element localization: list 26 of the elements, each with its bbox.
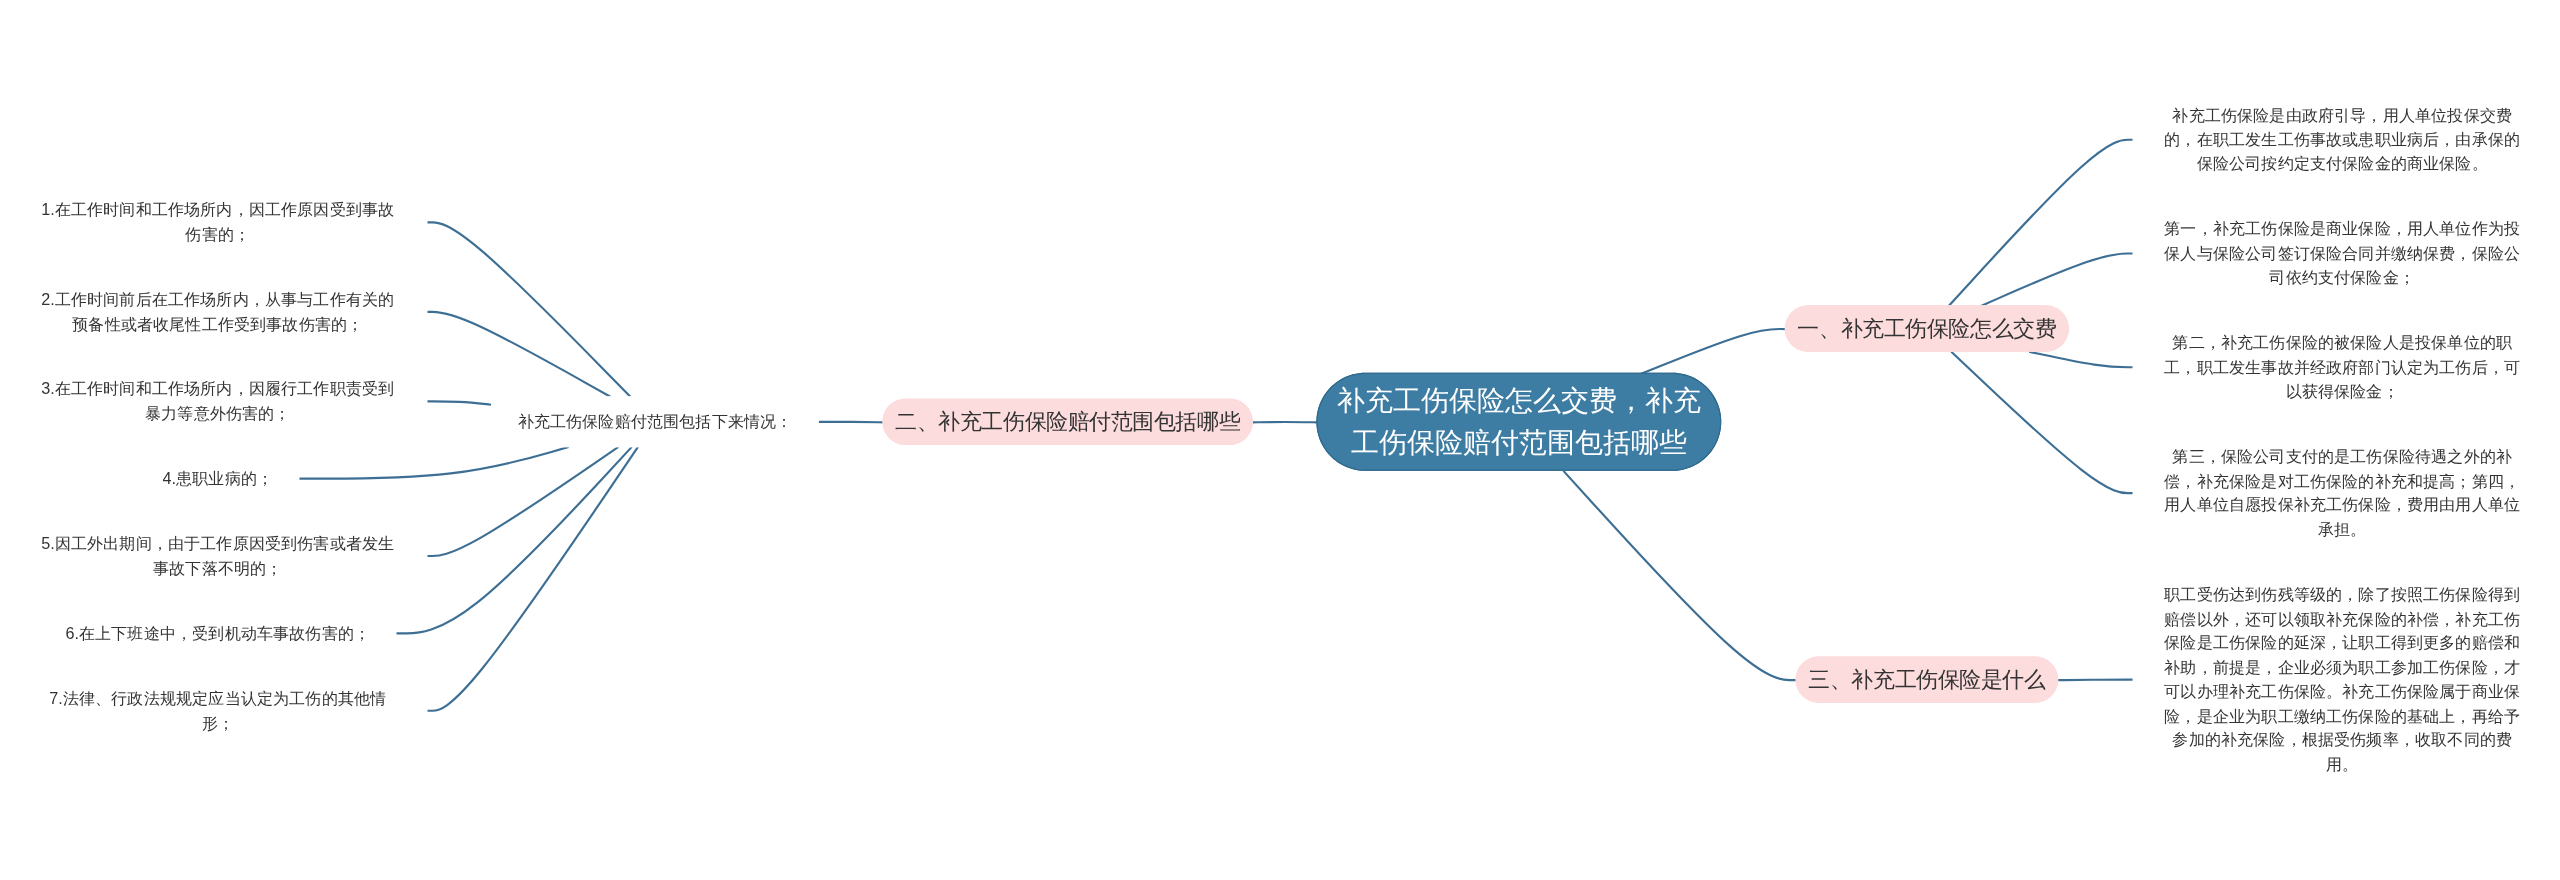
node-text: 补充工伤保险是由政府引导，用人单位投保交费的，在职工发生工伤事故或患职业病后，由承保的保险公司按约定支付保险金的商业保险。 xyxy=(2164,105,2521,173)
connector xyxy=(2028,350,2134,369)
node-text: 7.法律、行政法规规定应当认定为工伤的其他情形； xyxy=(49,688,387,732)
connector xyxy=(426,400,492,406)
node-text: 5.因工外出期间，由于工作原因受到伤害或者发生事故下落不明的； xyxy=(41,533,395,577)
connector xyxy=(1562,470,1797,682)
node-text: 职工受伤达到伤残等级的，除了按照工伤保险得到赔偿以外，还可以领取补充保险的补偿，补充工伤保险是工伤保险的延深，让职工得到更多的赔偿和补助，前提是，企业必须为职工参加工伤保险，才可以办理补充工伤保险。补充工伤保险属于商业保险，是企业为职工缴纳工伤保险的基础上，再给予参加的补充保险，根据受伤频率，收取不同的费用。 xyxy=(2164,584,2521,773)
node-text: 2.工作时间前后在工作场所内，从事与工作有关的预备性或者收尾性工作受到事故伤害的； xyxy=(41,289,395,333)
node-text: 第三，保险公司支付的是工伤保险待遇之外的补偿，补充保险是对工伤保险的补充和提高；第四，用人单位自愿投保补充工伤保险，费用由用人单位承担。 xyxy=(2164,446,2521,538)
node-text: 6.在上下班途中，受到机动车事故伤害的； xyxy=(65,623,371,642)
connector xyxy=(2058,678,2134,682)
node-text: 第二，补充工伤保险的被保险人是投保单位的职工，职工发生事故并经政府部门认定为工伤后，可以获得保险金； xyxy=(2164,332,2521,400)
connector xyxy=(1640,327,1786,375)
connector xyxy=(395,446,633,635)
connector xyxy=(426,221,632,398)
connector xyxy=(1950,350,2134,495)
connector xyxy=(426,445,620,558)
node-text: 3.在工作时间和工作场所内，因履行工作职责受到暴力等意外伤害的； xyxy=(41,379,395,422)
node-text: 4.患职业病的； xyxy=(162,468,274,488)
connector xyxy=(426,446,639,712)
connector xyxy=(298,445,570,480)
connector xyxy=(426,310,611,398)
node-text: 1.在工作时间和工作场所内，因工作原因受到事故伤害的； xyxy=(41,200,395,243)
connector xyxy=(818,420,884,424)
node-text: 补充工伤保险赔付范围包括下来情况： xyxy=(517,411,793,431)
node-text: 第一，补充工伤保险是商业保险，用人单位作为投保人与保险公司签订保险合同并缴纳保费，保险公司依约支付保险金； xyxy=(2164,219,2521,287)
